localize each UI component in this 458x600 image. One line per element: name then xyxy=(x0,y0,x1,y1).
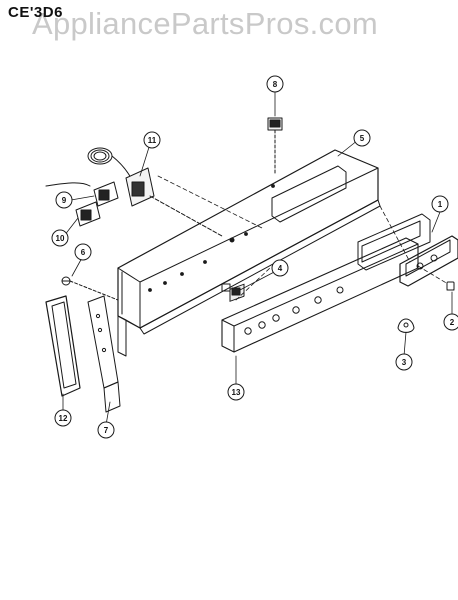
callout-1-label: 1 xyxy=(438,200,443,209)
thermostat-coil xyxy=(45,147,223,237)
callout-12: 12 xyxy=(54,409,72,427)
callout-12-label: 12 xyxy=(59,414,68,423)
control-panel-body xyxy=(117,149,381,357)
knob xyxy=(446,281,455,291)
callout-10-label: 10 xyxy=(56,234,65,243)
callout-13: 13 xyxy=(227,383,245,401)
callout-1: 1 xyxy=(431,195,449,213)
side-bracket xyxy=(87,295,121,413)
callout-5-label: 5 xyxy=(360,134,365,143)
indicator-cap xyxy=(397,318,415,333)
screw xyxy=(61,276,119,301)
callout-11: 11 xyxy=(143,131,161,149)
top-switch xyxy=(267,117,283,176)
watermark-text: AppliancePartsPros.com xyxy=(32,6,379,41)
callout-2: 2 xyxy=(443,313,458,331)
callout-13-label: 13 xyxy=(232,388,241,397)
callout-11-label: 11 xyxy=(148,136,157,145)
callout-7: 7 xyxy=(97,421,115,439)
callout-3: 3 xyxy=(395,353,413,371)
infinite-switch-9 xyxy=(93,181,119,207)
callout-9: 9 xyxy=(55,191,73,209)
callout-6-label: 6 xyxy=(81,248,86,257)
callout-8-label: 8 xyxy=(273,80,278,89)
callout-4: 4 xyxy=(271,259,289,277)
callout-8: 8 xyxy=(266,75,284,93)
clock-timer-module xyxy=(399,235,458,287)
model-code: CE'3D6 xyxy=(8,4,63,21)
infinite-switch-10 xyxy=(75,201,101,227)
callout-9-label: 9 xyxy=(62,196,67,205)
end-cap xyxy=(45,295,81,397)
front-overlay-panel xyxy=(221,237,419,353)
callout-5: 5 xyxy=(353,129,371,147)
callout-4-label: 4 xyxy=(278,264,283,273)
callout-6: 6 xyxy=(74,243,92,261)
assembly-guides xyxy=(157,175,449,301)
callout-7-label: 7 xyxy=(104,426,109,435)
display-bezel xyxy=(357,213,431,271)
callout-3-label: 3 xyxy=(402,358,407,367)
callout-10: 10 xyxy=(51,229,69,247)
leader-lines xyxy=(62,91,453,426)
callout-2-label: 2 xyxy=(450,318,455,327)
